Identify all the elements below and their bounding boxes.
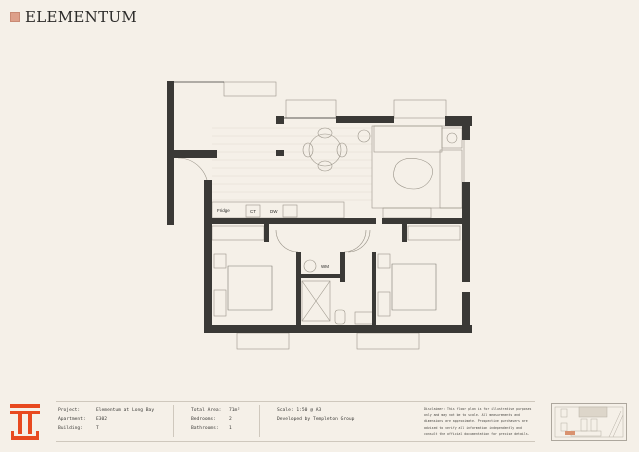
- bed-1: [227, 265, 273, 311]
- bed-2: [391, 263, 437, 311]
- building-id: T: [96, 425, 99, 431]
- sofa-chaise: [439, 149, 463, 209]
- window-box-bed2: [356, 332, 420, 350]
- total-area: 71m²: [229, 408, 241, 413]
- dishwasher-label: DW: [270, 209, 278, 214]
- shower: [301, 280, 331, 322]
- scale-info: Scale: 1:50 @ A3 Developed by Templeton …: [277, 407, 354, 425]
- window-box-left: [285, 99, 337, 119]
- apartment-number: E302: [96, 416, 108, 422]
- scale-text: Scale: 1:50 @ A3: [277, 408, 322, 413]
- brand-logo-icon: [10, 12, 20, 22]
- dining-table: [308, 133, 342, 167]
- fridge-label: Fridge: [217, 208, 230, 213]
- basin: [303, 259, 317, 273]
- sofa-back: [373, 125, 443, 153]
- rug: [371, 125, 465, 209]
- washing-machine-label: WM: [321, 264, 329, 269]
- window-box-bed1: [236, 332, 290, 350]
- developer-text: Developed by Templeton Group: [277, 416, 355, 422]
- bedrooms-count: 2: [229, 416, 232, 422]
- divider: [259, 405, 260, 437]
- disclaimer: Disclaimer: This floor plan is for illus…: [424, 407, 532, 436]
- window-box-right: [393, 99, 447, 119]
- kitchen-bench: [211, 201, 345, 219]
- brand-name: ELEMENTUM: [25, 8, 137, 26]
- wardrobe-bed1: [211, 225, 265, 241]
- apartment-highlight: [565, 431, 575, 435]
- floor-boards: [212, 127, 372, 201]
- balcony-planter: [223, 81, 277, 97]
- tv-unit: [382, 207, 432, 219]
- project-name: Elementum at Long Bay: [96, 408, 155, 413]
- divider: [173, 405, 174, 437]
- bathrooms-count: 1: [229, 425, 232, 431]
- walls: [167, 81, 472, 333]
- toilet: [334, 309, 346, 325]
- project-info: Project:Elementum at Long Bay Apartment:…: [58, 407, 154, 433]
- footer-top-rule: [56, 401, 535, 402]
- wardrobe-bed2: [407, 225, 461, 241]
- side-table: [357, 129, 371, 143]
- brand-header: ELEMENTUM: [10, 8, 137, 26]
- cooktop-label: CT: [250, 209, 256, 214]
- entry-door-swing: [177, 157, 209, 189]
- key-plan: [551, 403, 627, 441]
- coffee-table: [393, 158, 433, 190]
- vanity: [354, 311, 374, 325]
- area-info: Total Area:71m² Bedrooms:2 Bathrooms:1: [191, 407, 240, 433]
- templeton-logo-icon: [10, 404, 40, 440]
- footer-bottom-rule: [56, 441, 535, 442]
